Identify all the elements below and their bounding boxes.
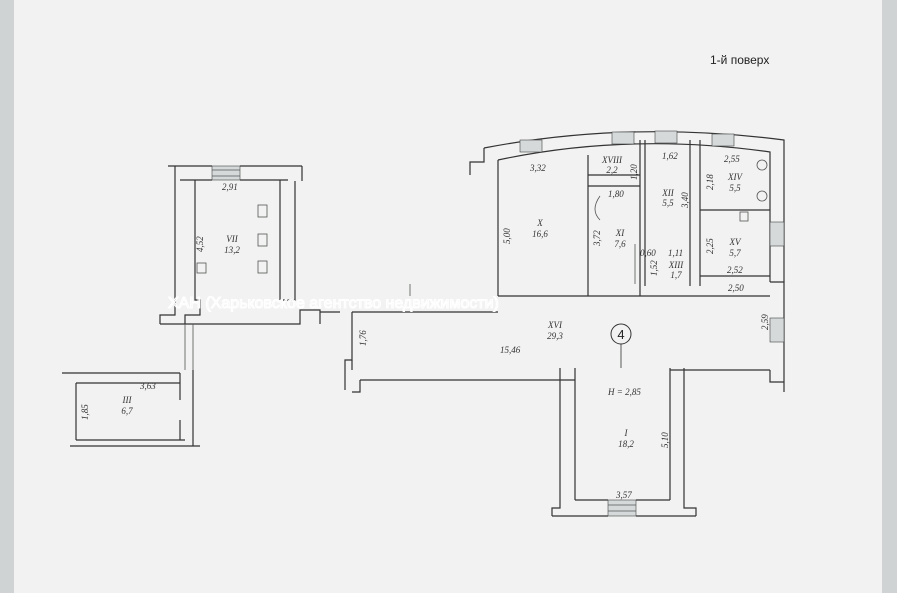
dim-iii-width: 3,63	[139, 381, 156, 391]
room-iii-number: III	[122, 395, 133, 405]
window-room-xv	[769, 221, 785, 247]
room-xii-area: 5,5	[662, 198, 674, 208]
dim-xi-width: 1,80	[608, 189, 624, 199]
room-xii-number: XII	[661, 188, 674, 198]
room-iii	[62, 370, 200, 447]
room-height-label: H = 2,85	[607, 387, 641, 397]
door-arc	[594, 195, 601, 221]
room-xiii-number: XIII	[668, 260, 684, 270]
dim-xii-width: 1,62	[662, 151, 678, 161]
window-corridor	[769, 317, 785, 343]
floor-label: 1-й поверх	[710, 53, 769, 67]
room-xiii-area: 1,7	[670, 270, 682, 280]
dim-i-depth: 5,10	[660, 432, 670, 448]
room-xi-area: 7,6	[614, 239, 626, 249]
sink-icon-xv	[739, 211, 749, 222]
room-i-number: I	[624, 428, 629, 438]
room-vii	[159, 165, 303, 324]
dim-xiv-depth: 2,18	[705, 174, 715, 190]
connector-corridor	[160, 309, 321, 370]
watermark: ХАН (Харьковское агентство недвижимости)	[168, 295, 499, 312]
dim-xiv-width: 2,55	[724, 154, 740, 164]
dim-xviii-depth: 1,20	[629, 164, 639, 180]
window-room-xviii	[611, 131, 635, 145]
room-x-area: 16,6	[532, 229, 548, 239]
window-room-x	[519, 139, 543, 153]
toilet-icon	[756, 159, 768, 171]
toilet-icon-2	[756, 190, 768, 202]
sink-icon	[196, 262, 207, 274]
room-xviii-area: 2,2	[606, 165, 618, 175]
window-room-xii	[654, 130, 678, 144]
window-vii	[211, 165, 241, 181]
dim-xiii-depth: 1,52	[649, 260, 659, 276]
dim-x-depth: 5,00	[502, 228, 512, 244]
room-vii-area: 13,2	[224, 245, 240, 255]
dim-x-width: 3,32	[529, 163, 546, 173]
dim-vii-depth: 4,52	[195, 236, 205, 252]
dim-vii-width: 2,91	[222, 182, 238, 192]
dim-xv-depth: 2,25	[705, 238, 715, 254]
stove-icon-2	[257, 233, 268, 247]
dim-xvi-depth-right: 2,59	[760, 314, 770, 330]
dim-iii-depth: 1,85	[80, 404, 90, 420]
room-xiv-area: 5,5	[729, 183, 741, 193]
dim-xiii-width: 1,11	[668, 248, 683, 258]
section-circle-number: 4	[617, 327, 624, 342]
dim-xi-depth: 3,72	[592, 230, 602, 247]
dim-xiii-gap: 0,60	[640, 248, 656, 258]
dim-xvi-depth-left: 1,76	[358, 330, 368, 346]
room-xviii-number: XVIII	[601, 155, 623, 165]
stove-icon-3	[257, 260, 268, 274]
room-xv-number: XV	[729, 237, 742, 247]
room-xi-number: XI	[615, 228, 625, 238]
stove-icon	[257, 204, 268, 218]
dim-i-width: 3,57	[615, 490, 632, 500]
room-i-area: 18,2	[618, 439, 634, 449]
room-x-number: X	[536, 218, 543, 228]
dim-xvi-right: 2,50	[728, 283, 744, 293]
dim-xvi-length: 15,46	[500, 345, 521, 355]
room-xvi-area: 29,3	[547, 331, 563, 341]
room-xvi-number: XVI	[547, 320, 563, 330]
dim-xv-width: 2,52	[727, 265, 743, 275]
dim-xii-depth: 3,40	[680, 192, 690, 209]
window-room-xiv	[711, 133, 735, 147]
room-xv-area: 5,7	[729, 248, 741, 258]
room-xiv-number: XIV	[727, 172, 743, 182]
room-vii-number: VII	[226, 234, 238, 244]
room-iii-area: 6,7	[121, 406, 133, 416]
main-building	[320, 130, 785, 517]
window-room-i	[607, 499, 637, 517]
